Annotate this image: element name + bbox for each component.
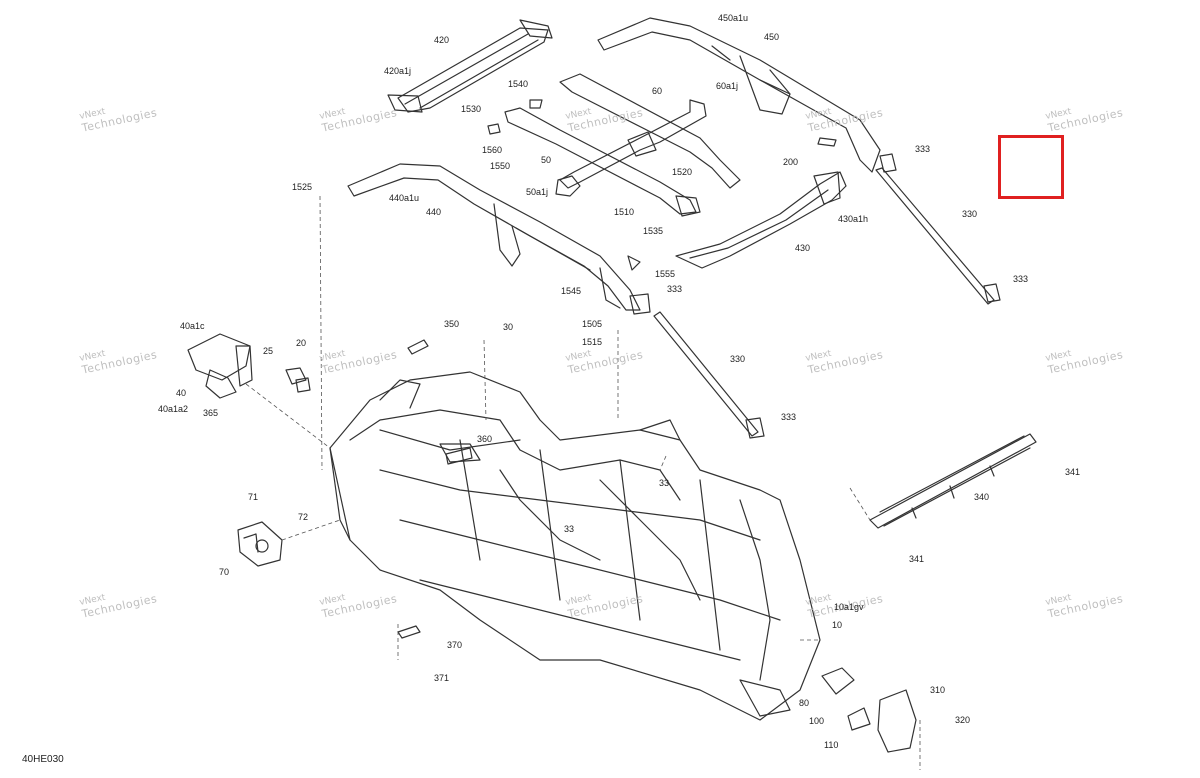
callout-1545[interactable]: 1545 (561, 286, 582, 296)
callout-1530[interactable]: 1530 (461, 104, 482, 114)
callout-450[interactable]: 450 (764, 32, 780, 42)
callout-450a1u[interactable]: 450a1u (718, 13, 749, 23)
callout-341-top[interactable]: 341 (1065, 467, 1081, 477)
callout-10a1gv[interactable]: 10a1gv (834, 602, 864, 612)
callout-1555[interactable]: 1555 (655, 269, 676, 279)
callout-333-top[interactable]: 333 (915, 144, 931, 154)
callout-1515[interactable]: 1515 (582, 337, 603, 347)
callout-70[interactable]: 70 (219, 567, 230, 577)
highlight-box (998, 135, 1064, 199)
callout-110[interactable]: 110 (824, 740, 839, 750)
callout-333-left-low[interactable]: 333 (781, 412, 797, 422)
callout-1550[interactable]: 1550 (490, 161, 511, 171)
part-330-strut-right (875, 153, 1001, 305)
callout-370[interactable]: 370 (447, 640, 463, 650)
callout-60a1j[interactable]: 60a1j (716, 81, 739, 91)
callout-430a1h[interactable]: 430a1h (838, 214, 869, 224)
callout-350[interactable]: 350 (444, 319, 460, 329)
callout-1510[interactable]: 1510 (614, 207, 635, 217)
callout-40[interactable]: 40 (176, 388, 187, 398)
leader-40 (245, 383, 331, 449)
callout-333-mid[interactable]: 333 (667, 284, 683, 294)
part-10-main-frame (329, 371, 821, 721)
callout-72[interactable]: 72 (298, 512, 309, 522)
part-1535-clip (627, 255, 641, 271)
callout-333-right-low[interactable]: 333 (1013, 274, 1029, 284)
callout-365[interactable]: 365 (203, 408, 219, 418)
callout-33-lower[interactable]: 33 (564, 524, 575, 534)
part-40-mount (187, 333, 253, 399)
callout-341-bottom[interactable]: 341 (909, 554, 925, 564)
part-340-bar (869, 433, 1037, 529)
callout-310[interactable]: 310 (930, 685, 946, 695)
diagram-code: 40HE030 (22, 754, 64, 765)
callout-1525[interactable]: 1525 (292, 182, 313, 192)
part-370-clip (397, 625, 421, 639)
callout-30[interactable]: 30 (503, 322, 514, 332)
callout-430[interactable]: 430 (795, 243, 811, 253)
leader-1525 (319, 195, 323, 471)
callout-50[interactable]: 50 (541, 155, 552, 165)
part-200-clip (817, 137, 837, 147)
part-60-crossbar (559, 73, 741, 189)
callout-440a1u[interactable]: 440a1u (389, 193, 420, 203)
callout-33-upper[interactable]: 33 (659, 478, 670, 488)
part-310-bracket (821, 667, 917, 753)
part-350-clip (407, 339, 429, 355)
leader-30 (483, 339, 487, 421)
callout-50a1j[interactable]: 50a1j (526, 187, 549, 197)
callout-40a1c[interactable]: 40a1c (180, 321, 205, 331)
part-360-clip (445, 447, 473, 465)
callout-320[interactable]: 320 (955, 715, 971, 725)
callout-100[interactable]: 100 (809, 716, 825, 726)
part-450-rollbar (597, 17, 881, 173)
leader-33 (659, 455, 667, 471)
part-330-strut-left (629, 293, 765, 439)
callout-330-left[interactable]: 330 (730, 354, 746, 364)
callout-371[interactable]: 371 (434, 673, 450, 683)
leader-340 (849, 487, 871, 521)
callout-1520[interactable]: 1520 (672, 167, 693, 177)
part-20-bracket (285, 367, 311, 393)
leader-70 (281, 519, 341, 541)
callout-420[interactable]: 420 (434, 35, 450, 45)
part-420-brace (387, 19, 553, 113)
part-440-rollbar (347, 163, 641, 311)
callout-420a1j[interactable]: 420a1j (384, 66, 412, 76)
callout-1535[interactable]: 1535 (643, 226, 664, 236)
part-1540-clip (529, 99, 543, 109)
callout-40a1a2[interactable]: 40a1a2 (158, 404, 189, 414)
callout-1560[interactable]: 1560 (482, 145, 503, 155)
callout-360[interactable]: 360 (477, 434, 493, 444)
callout-330-right[interactable]: 330 (962, 209, 978, 219)
callout-20[interactable]: 20 (296, 338, 307, 348)
callout-25[interactable]: 25 (263, 346, 274, 356)
part-70-mount (237, 521, 283, 567)
callout-71[interactable]: 71 (248, 492, 259, 502)
part-430-brace (675, 171, 847, 269)
callout-80[interactable]: 80 (799, 698, 810, 708)
callout-340[interactable]: 340 (974, 492, 990, 502)
callout-60[interactable]: 60 (652, 86, 663, 96)
part-50-crossbar (504, 107, 701, 217)
callout-10[interactable]: 10 (832, 620, 843, 630)
callout-1505[interactable]: 1505 (582, 319, 603, 329)
callout-200[interactable]: 200 (783, 157, 799, 167)
part-1530-clip (487, 123, 501, 135)
callout-440[interactable]: 440 (426, 207, 442, 217)
callout-1540[interactable]: 1540 (508, 79, 529, 89)
